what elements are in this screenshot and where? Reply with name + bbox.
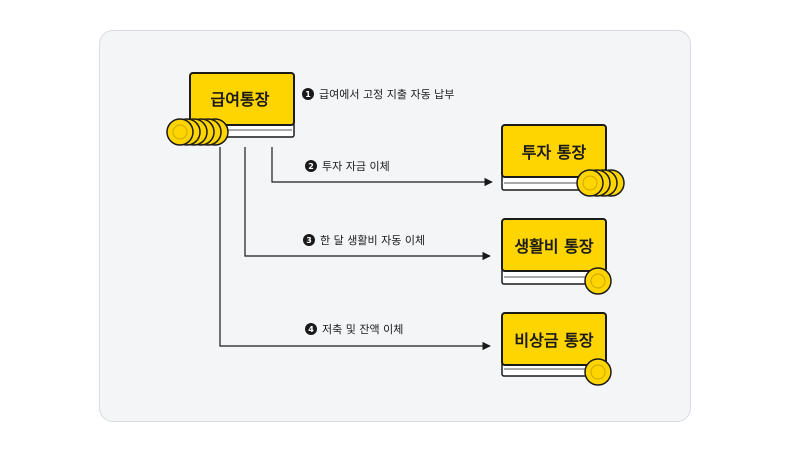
source-coin-stack: [166, 118, 229, 146]
emergency-account-label: 비상금 통장: [514, 331, 593, 350]
step-3-number: 3: [303, 234, 315, 246]
emergency-coin: [584, 358, 612, 386]
investment-account-label: 투자 통장: [522, 143, 587, 162]
step-3-text: 한 달 생활비 자동 이체: [320, 234, 426, 247]
arrow-to-investment: [271, 147, 493, 187]
step-1-number: 1: [302, 88, 314, 100]
emergency-account-book: 비상금 통장: [501, 312, 607, 377]
step-2-number: 2: [305, 160, 317, 172]
step-4-text: 저축 및 잔액 이체: [322, 323, 404, 336]
arrow-to-living: [244, 147, 491, 261]
living-account-label: 생활비 통장: [514, 237, 593, 256]
step-3: 3 한 달 생활비 자동 이체: [303, 232, 425, 248]
step-2-text: 투자 자금 이체: [322, 160, 390, 173]
investment-coin-stack: [576, 169, 625, 197]
step-1: 1 급여에서 고정 지출 자동 납부: [302, 86, 454, 102]
step-4: 4 저축 및 잔액 이체: [305, 321, 403, 337]
step-2: 2 투자 자금 이체: [305, 158, 390, 174]
living-account-book: 생활비 통장: [501, 218, 607, 285]
flow-lines: [219, 147, 493, 351]
source-account-label: 급여통장: [211, 90, 270, 109]
step-1-text: 급여에서 고정 지출 자동 납부: [319, 88, 455, 101]
living-coin: [584, 267, 612, 295]
step-4-number: 4: [305, 323, 317, 335]
arrow-to-emergency: [219, 147, 491, 351]
